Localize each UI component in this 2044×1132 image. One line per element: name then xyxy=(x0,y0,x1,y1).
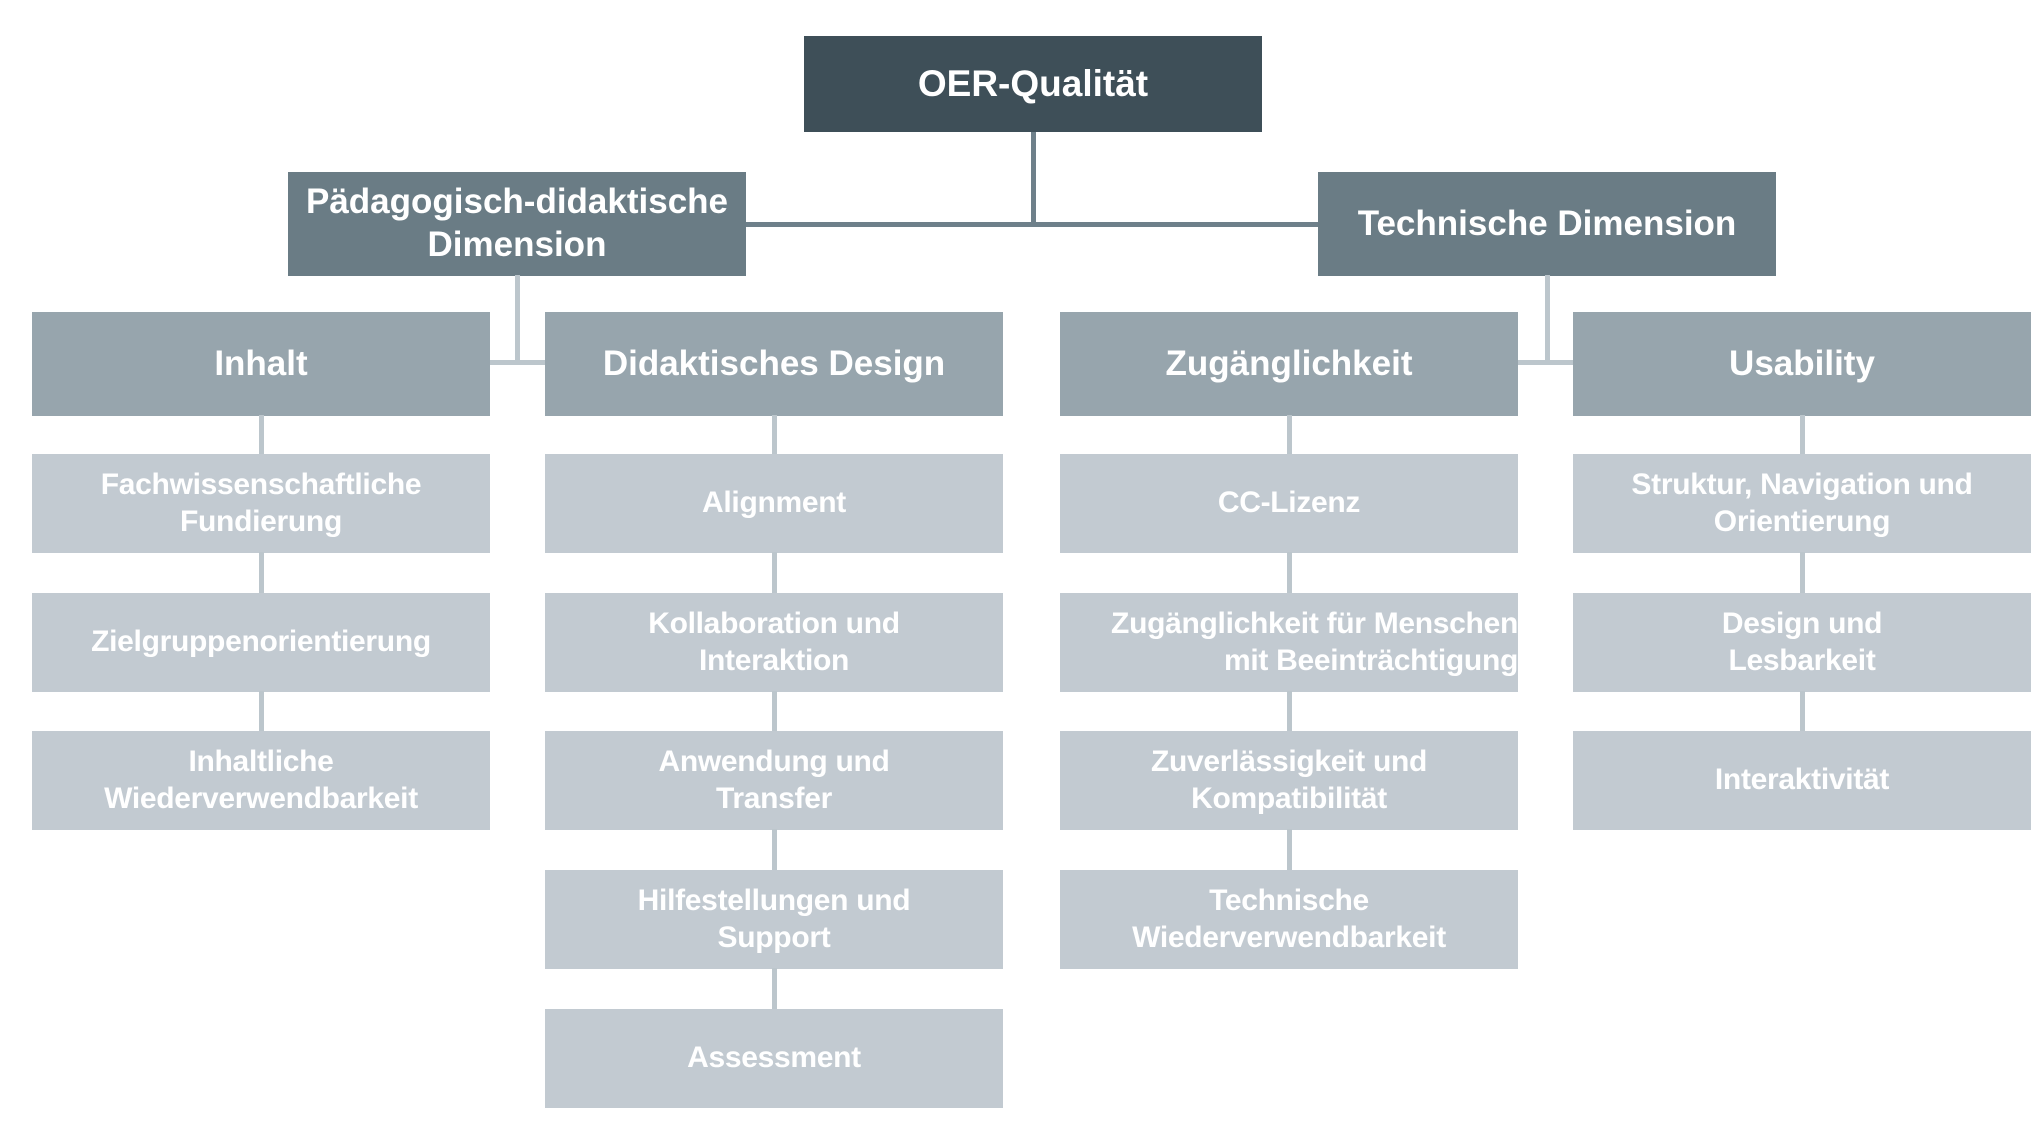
connector-line xyxy=(259,415,264,455)
node-label: Inhalt xyxy=(214,343,308,383)
connector-line xyxy=(772,552,777,594)
node-didaktisches-design: Didaktisches Design xyxy=(545,312,1003,416)
node-label: Usability xyxy=(1729,343,1875,383)
node-label: Kollaboration und Interaktion xyxy=(648,606,900,677)
node-design-und-lesbarkeit: Design und Lesbarkeit xyxy=(1573,593,2031,692)
node-usability: Usability xyxy=(1573,312,2031,416)
node-label: Inhaltliche Wiederverwendbarkeit xyxy=(104,744,418,815)
node-inhalt: Inhalt xyxy=(32,312,490,416)
node-label: Technische Dimension xyxy=(1357,203,1737,243)
node-label: Design und Lesbarkeit xyxy=(1721,606,1883,677)
connector-line xyxy=(772,968,777,1010)
connector-line xyxy=(259,552,264,594)
node-label: Zugänglichkeit xyxy=(1165,343,1413,383)
connector-line xyxy=(772,415,777,455)
node-label: Pädagogisch-didaktische Dimension xyxy=(305,182,729,264)
node-label: Hilfestellungen und Support xyxy=(637,883,911,954)
node-zielgruppenorientierung: Zielgruppenorientierung xyxy=(32,593,490,692)
node-paedagogisch-didaktische-dimension: Pädagogisch-didaktische Dimension xyxy=(288,172,746,276)
node-label: OER-Qualität xyxy=(917,63,1149,105)
node-fachwissenschaftliche-fundierung: Fachwissenschaftliche Fundierung xyxy=(32,454,490,553)
node-inhaltliche-wiederverwendbarkeit: Inhaltliche Wiederverwendbarkeit xyxy=(32,731,490,830)
connector-line xyxy=(746,222,1318,227)
node-zugaenglichkeit: Zugänglichkeit xyxy=(1060,312,1518,416)
node-label: Zielgruppenorientierung xyxy=(91,625,431,659)
connector-line xyxy=(772,829,777,871)
connector-line xyxy=(772,691,777,732)
node-label: Struktur, Navigation und Orientierung xyxy=(1631,467,1973,538)
node-label: Fachwissenschaftliche Fundierung xyxy=(100,467,422,538)
connector-line xyxy=(1545,275,1550,362)
connector-line xyxy=(1800,415,1805,455)
node-technische-wiederverwendbarkeit: Technische Wiederverwendbarkeit xyxy=(1060,870,1518,969)
node-oer-qualitaet: OER-Qualität xyxy=(804,36,1262,132)
node-anwendung-und-transfer: Anwendung und Transfer xyxy=(545,731,1003,830)
node-assessment: Assessment xyxy=(545,1009,1003,1108)
node-label: CC-Lizenz xyxy=(1217,486,1361,520)
connector-line xyxy=(1800,552,1805,594)
node-zuverlaessigkeit-und-kompatibilitaet: Zuverlässigkeit und Kompatibilität xyxy=(1060,731,1518,830)
node-kollaboration-und-interaktion: Kollaboration und Interaktion xyxy=(545,593,1003,692)
connector-line xyxy=(1287,829,1292,871)
connector-line xyxy=(1287,552,1292,594)
connector-line xyxy=(1287,691,1292,732)
node-zugaenglichkeit-fuer-menschen-mit-beeintraechtigung: Zugänglichkeit für Menschen mit Beeinträ… xyxy=(1060,593,1518,692)
node-label: Zugänglichkeit für Menschen mit Beeinträ… xyxy=(1111,606,1518,677)
connector-line xyxy=(490,360,545,365)
node-label: Zuverlässigkeit und Kompatibilität xyxy=(1150,744,1428,815)
node-technische-dimension: Technische Dimension xyxy=(1318,172,1776,276)
node-hilfestellungen-und-support: Hilfestellungen und Support xyxy=(545,870,1003,969)
node-label: Didaktisches Design xyxy=(602,343,946,383)
node-label: Interaktivität xyxy=(1714,763,1890,797)
node-cc-lizenz: CC-Lizenz xyxy=(1060,454,1518,553)
node-label: Technische Wiederverwendbarkeit xyxy=(1132,883,1446,954)
node-label: Alignment xyxy=(702,486,846,520)
node-alignment: Alignment xyxy=(545,454,1003,553)
connector-line xyxy=(1287,415,1292,455)
node-struktur-navigation-und-orientierung: Struktur, Navigation und Orientierung xyxy=(1573,454,2031,553)
connector-line xyxy=(515,275,520,362)
connector-line xyxy=(1031,132,1036,227)
connector-line xyxy=(1518,360,1573,365)
connector-line xyxy=(1800,691,1805,732)
node-label: Anwendung und Transfer xyxy=(658,744,890,815)
node-label: Assessment xyxy=(687,1041,861,1075)
node-interaktivitaet: Interaktivität xyxy=(1573,731,2031,830)
connector-line xyxy=(259,691,264,732)
